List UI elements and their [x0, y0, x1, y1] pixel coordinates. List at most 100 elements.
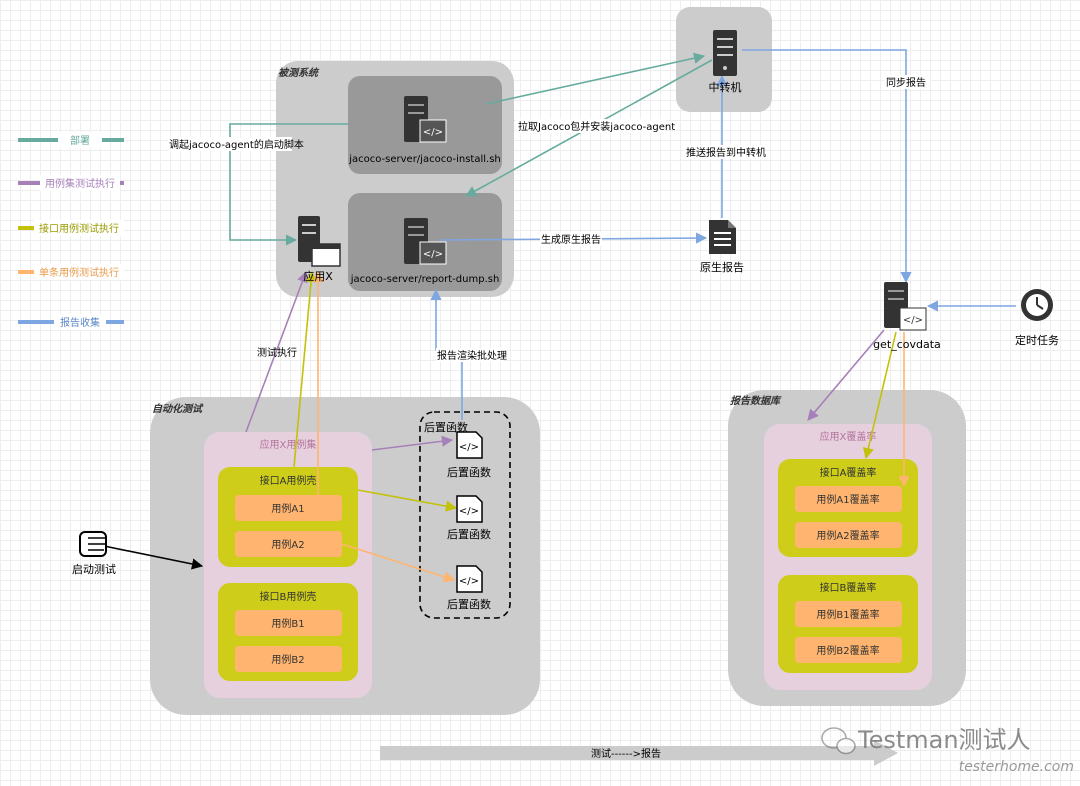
case-a2 — [235, 531, 342, 557]
edge-label-push-relay: 推送报告到中转机 — [686, 146, 766, 159]
edge-relay-to-covdata — [742, 49, 912, 284]
auto-test-title: 自动化测试 — [152, 403, 204, 415]
legend-item-interface-exec: 接口用例测试执行 — [18, 220, 124, 236]
server-code-icon: </> — [884, 282, 927, 331]
document-icon — [709, 220, 736, 254]
svg-text:</>: </> — [903, 315, 923, 326]
edge-label-call-agent-script: 调起jacoco-agent的启动脚本 — [169, 138, 304, 151]
legend-item-suite-exec: 用例集测试执行 — [18, 175, 124, 191]
svg-text:</>: </> — [423, 249, 443, 260]
edge-covdata-to-interface-a — [862, 331, 897, 460]
interface-a-coverage: 接口A覆盖率 用例A1覆盖率 用例A2覆盖率 — [778, 459, 918, 557]
edge-install-to-relay — [485, 52, 706, 105]
interface-title: 接口B用例壳 — [260, 590, 317, 603]
coverage-b1 — [795, 601, 902, 627]
svg-text:</>: </> — [459, 576, 479, 587]
edge-interface-a-to-app — [293, 270, 317, 468]
legend-item-deploy: 部署 — [18, 132, 124, 148]
dump-script-label: jacoco-server/report-dump.sh — [350, 274, 500, 285]
interface-title: 接口B覆盖率 — [820, 581, 877, 594]
post-function-node: </> 后置函数 — [447, 565, 491, 611]
legend-label: 部署 — [70, 134, 90, 147]
legend-item-case-exec: 单条用例测试执行 — [18, 264, 124, 280]
svg-text:</>: </> — [459, 506, 479, 517]
legend-label: 接口用例测试执行 — [39, 222, 119, 235]
interface-b-shell: 接口B用例壳 用例B1 用例B2 — [218, 583, 358, 681]
server-code-icon: </> — [404, 96, 447, 143]
edge-start-to-suite — [103, 545, 204, 570]
raw-report-label: 原生报告 — [700, 260, 744, 274]
post-function-node: </> 后置函数 — [447, 495, 491, 541]
case-label: 用例B1 — [271, 617, 304, 630]
interface-title: 接口A覆盖率 — [820, 466, 877, 479]
case-b1 — [235, 610, 342, 636]
dump-script-node: </> jacoco-server/report-dump.sh — [350, 218, 500, 285]
edge-covdata-to-coverage — [807, 329, 885, 421]
watermark: Testman测试人 testerhome.com — [821, 726, 1074, 775]
case-label: 用例A1 — [271, 502, 304, 515]
case-a1 — [235, 495, 342, 521]
timer-label: 定时任务 — [1015, 333, 1059, 347]
coverage-a1 — [795, 486, 902, 512]
server-code-icon: </> — [404, 218, 447, 265]
coverage-b2 — [795, 637, 902, 663]
legend-item-report: 报告收集 — [18, 314, 124, 330]
raw-report-node: 原生报告 — [700, 220, 744, 274]
post-function-label: 后置函数 — [447, 528, 491, 541]
legend-label: 单条用例测试执行 — [39, 266, 119, 279]
server-window-icon — [298, 216, 341, 267]
edge-label-render-batch: 报告渲染批处理 — [437, 349, 507, 362]
edge-call-agent-script — [229, 123, 348, 246]
start-test-label: 启动测试 — [72, 563, 116, 576]
case-b2 — [235, 646, 342, 672]
test-suite-title: 应用X用例集 — [260, 438, 317, 451]
code-file-icon: </> — [456, 565, 483, 593]
clock-icon — [1021, 289, 1053, 321]
bottom-flow-arrow: 测试------>报告 — [380, 740, 898, 766]
post-function-group — [419, 411, 511, 619]
app-x-node: 应用X — [298, 216, 341, 283]
code-file-icon: </> — [456, 495, 483, 523]
bottom-flow-label: 测试------>报告 — [591, 747, 661, 760]
post-function-node: </> 后置函数 — [447, 431, 491, 479]
legend-label: 用例集测试执行 — [45, 177, 115, 190]
relay-node: 中转机 — [709, 30, 742, 94]
hand-pointer-icon — [79, 531, 107, 557]
relay-label: 中转机 — [709, 80, 742, 94]
edge-label-test-exec: 测试执行 — [257, 346, 297, 359]
timer-node: 定时任务 — [1015, 289, 1059, 347]
coverage-set: 应用X覆盖率 接口A覆盖率 用例A1覆盖率 用例A2覆盖率 接口B覆盖率 用例B… — [764, 424, 932, 690]
edge-label-pull-install: 拉取Jacoco包并安装jacoco-agent — [518, 120, 675, 133]
edge-suite-to-app — [245, 270, 308, 433]
coverage-label: 用例B1覆盖率 — [816, 608, 879, 621]
post-function-group-title: 后置函数 — [424, 421, 468, 434]
code-file-icon: </> — [456, 431, 483, 459]
interface-a-shell: 接口A用例壳 用例A1 用例A2 — [218, 467, 358, 567]
get-covdata-node: </> get_covdata — [873, 282, 941, 351]
coverage-title: 应用X覆盖率 — [820, 430, 877, 443]
interface-b-coverage: 接口B覆盖率 用例B1覆盖率 用例B2覆盖率 — [778, 575, 918, 673]
install-script-node: </> jacoco-server/jacoco-install.sh — [348, 96, 501, 165]
coverage-label: 用例B2覆盖率 — [816, 644, 879, 657]
post-function-label: 后置函数 — [447, 466, 491, 479]
watermark-title: Testman测试人 — [857, 726, 1031, 754]
post-function-label: 后置函数 — [447, 598, 491, 611]
coverage-label: 用例A2覆盖率 — [816, 529, 879, 542]
svg-text:</>: </> — [459, 442, 479, 453]
legend-label: 报告收集 — [60, 316, 100, 329]
server-icon — [713, 30, 737, 76]
case-label: 用例B2 — [271, 653, 304, 666]
coverage-a2 — [795, 522, 902, 548]
wechat-icon — [821, 727, 856, 755]
watermark-subtitle: testerhome.com — [959, 759, 1074, 775]
legend: 部署 用例集测试执行 接口用例测试执行 单条用例测试执行 报告收集 — [18, 132, 124, 330]
get-covdata-label: get_covdata — [873, 338, 941, 351]
app-x-label: 应用X — [303, 269, 333, 283]
coverage-label: 用例A1覆盖率 — [816, 493, 879, 506]
edge-label-sync-report: 同步报告 — [886, 76, 926, 89]
test-suite: 应用X用例集 接口A用例壳 用例A1 用例A2 接口B用例壳 用例B1 用例B2 — [204, 432, 372, 698]
report-db-title: 报告数据库 — [730, 395, 782, 407]
edge-interface-a-to-post — [357, 489, 458, 512]
case-label: 用例A2 — [271, 538, 304, 551]
svg-text:</>: </> — [423, 127, 443, 138]
